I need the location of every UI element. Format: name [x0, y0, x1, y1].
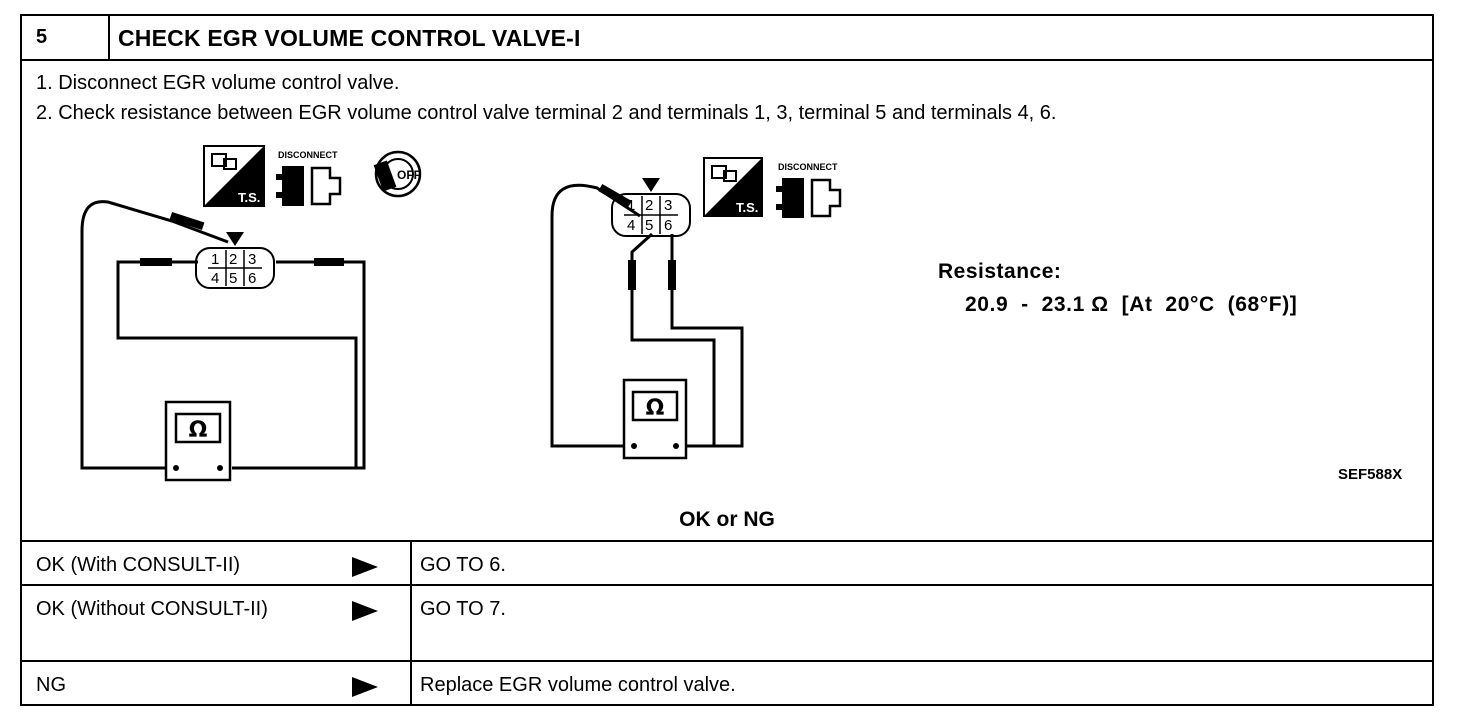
arrow-right-icon [352, 677, 378, 697]
result-row-ok-consult: OK (With CONSULT-II) GO TO 6. [22, 540, 1432, 584]
test-stand-icon-right: T.S. [703, 157, 763, 217]
ohmmeter-right: Ω [622, 378, 688, 460]
svg-text:6: 6 [664, 217, 672, 234]
svg-text:Ω: Ω [189, 418, 208, 443]
result-condition: NG [36, 674, 66, 696]
ohmmeter-left: Ω [164, 400, 232, 482]
disconnect-icon-right: DISCONNECT [776, 162, 842, 218]
connector-left: 1 2 3 4 5 6 [195, 232, 275, 289]
svg-text:5: 5 [645, 217, 653, 234]
resistance-label: Resistance: [938, 260, 1062, 283]
svg-text:5: 5 [229, 270, 237, 287]
svg-text:4: 4 [211, 270, 219, 287]
header-divider [108, 16, 110, 59]
svg-text:DISCONNECT: DISCONNECT [778, 162, 838, 172]
arrow-right-icon [352, 601, 378, 621]
svg-text:T.S.: T.S. [736, 200, 758, 215]
svg-text:1: 1 [211, 251, 219, 268]
result-condition: OK (With CONSULT-II) [36, 554, 241, 576]
svg-text:3: 3 [664, 197, 672, 214]
connector-right: 1 2 3 4 5 6 [611, 178, 691, 237]
figure-code: SEF588X [1338, 466, 1403, 483]
probes-left [140, 211, 344, 266]
result-action: GO TO 7. [420, 598, 506, 620]
svg-text:2: 2 [229, 251, 237, 268]
result-column-divider [410, 540, 412, 706]
arrow-right-icon [352, 557, 378, 577]
wires-right [550, 183, 744, 448]
step-header: 5 CHECK EGR VOLUME CONTROL VALVE-I [22, 16, 1432, 61]
step-title: CHECK EGR VOLUME CONTROL VALVE-I [118, 25, 581, 51]
procedure-table: 5 CHECK EGR VOLUME CONTROL VALVE-I 1. Di… [20, 14, 1434, 706]
svg-text:2: 2 [645, 197, 653, 214]
svg-text:4: 4 [627, 217, 635, 234]
svg-text:OFF: OFF [397, 168, 421, 182]
step-number: 5 [36, 26, 48, 48]
result-row-ok-no-consult: OK (Without CONSULT-II) GO TO 7. [22, 584, 1432, 660]
svg-text:1: 1 [627, 197, 635, 214]
probes-right [598, 184, 676, 290]
svg-text:Ω: Ω [646, 396, 665, 421]
result-action: Replace EGR volume control valve. [420, 674, 736, 696]
svg-text:6: 6 [248, 270, 256, 287]
ok-or-ng-label: OK or NG [679, 508, 775, 531]
resistance-value: 20.9 - 23.1 Ω [At 20°C (68°F)] [965, 293, 1298, 316]
instruction-step-1: 1. Disconnect EGR volume control valve. [36, 72, 400, 94]
svg-text:3: 3 [248, 251, 256, 268]
result-action: GO TO 6. [420, 554, 506, 576]
result-condition: OK (Without CONSULT-II) [36, 598, 268, 620]
svg-text:DISCONNECT: DISCONNECT [278, 150, 338, 160]
wiring-diagram: T.S. DISCONNECT OFF 1 2 3 4 5 6 [80, 145, 842, 482]
instruction-step-2: 2. Check resistance between EGR volume c… [36, 102, 1057, 124]
disconnect-icon: DISCONNECT [276, 150, 342, 206]
test-stand-icon: T.S. [203, 145, 265, 207]
ignition-off-icon: OFF [373, 150, 422, 198]
svg-text:T.S.: T.S. [238, 190, 260, 205]
result-row-ng: NG Replace EGR volume control valve. [22, 660, 1432, 706]
